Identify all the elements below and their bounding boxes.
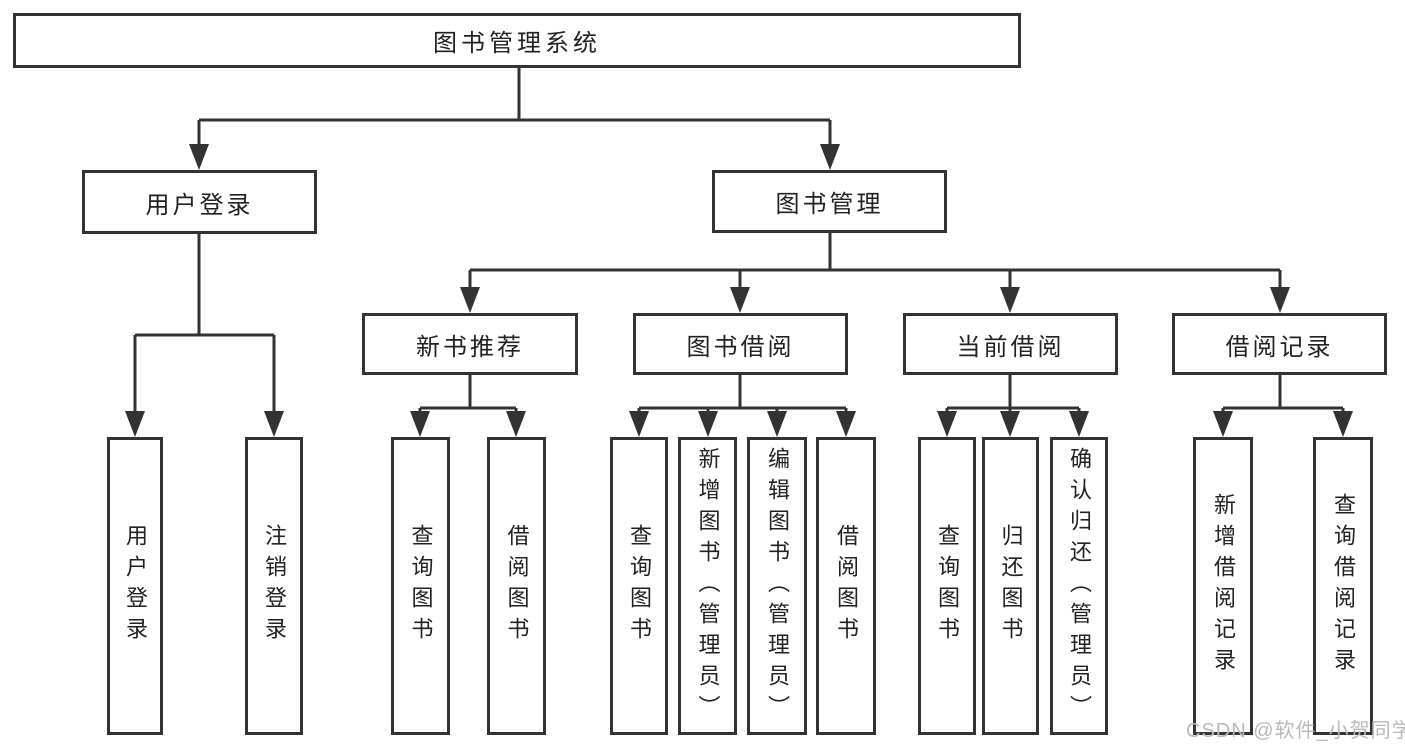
- leaf-current-query-books: 查询图书: [918, 437, 976, 735]
- leaf-borrowing-edit-books-admin: 编辑图书（管理员）: [747, 437, 807, 735]
- leaf-records-query-record: 查询借阅记录: [1313, 437, 1373, 735]
- node-book-management: 图书管理: [712, 170, 947, 233]
- edge-user-login-to-leaves: [125, 234, 284, 437]
- edge-current-borrowing-to-leaves: [937, 375, 1089, 437]
- leaf-borrowing-add-books-admin: 新增图书（管理员）: [678, 437, 737, 735]
- leaf-recommend-query-books: 查询图书: [391, 437, 450, 735]
- leaf-current-return-books: 归还图书: [982, 437, 1039, 735]
- leaf-borrowing-query-books: 查询图书: [610, 437, 668, 735]
- edge-root-to-level2: [189, 68, 840, 170]
- node-root-label: 图书管理系统: [433, 30, 601, 57]
- leaf-logout-action: 注销登录: [245, 437, 303, 735]
- leaf-recommend-borrow-books: 借阅图书: [487, 437, 546, 735]
- node-book-borrowing-label: 图书借阅: [686, 333, 795, 361]
- node-current-borrowing-label: 当前借阅: [956, 333, 1065, 361]
- node-book-borrowing: 图书借阅: [633, 313, 848, 375]
- edge-new-book-recommend-to-leaves: [410, 375, 526, 437]
- csdn-watermark: CSDN @软件_小贺同学: [1186, 720, 1405, 742]
- node-book-management-label: 图书管理: [775, 191, 884, 218]
- node-current-borrowing: 当前借阅: [903, 313, 1118, 375]
- node-new-book-recommend-label: 新书推荐: [416, 333, 524, 361]
- edge-book-management-to-level3: [460, 233, 1290, 313]
- edge-borrow-records-to-leaves: [1213, 375, 1353, 437]
- node-user-login: 用户登录: [82, 170, 317, 234]
- leaf-current-confirm-return-admin: 确认归还（管理员）: [1050, 437, 1108, 735]
- node-user-login-label: 用户登录: [145, 191, 254, 219]
- leaf-user-login-action: 用户登录: [107, 437, 163, 735]
- node-new-book-recommend: 新书推荐: [362, 313, 578, 375]
- leaf-records-add-record: 新增借阅记录: [1193, 437, 1253, 735]
- node-borrow-records: 借阅记录: [1172, 313, 1387, 375]
- node-root: 图书管理系统: [13, 13, 1021, 68]
- edge-book-borrowing-to-leaves: [629, 375, 856, 437]
- leaf-borrowing-borrow-books: 借阅图书: [816, 437, 876, 735]
- node-borrow-records-label: 借阅记录: [1225, 333, 1334, 361]
